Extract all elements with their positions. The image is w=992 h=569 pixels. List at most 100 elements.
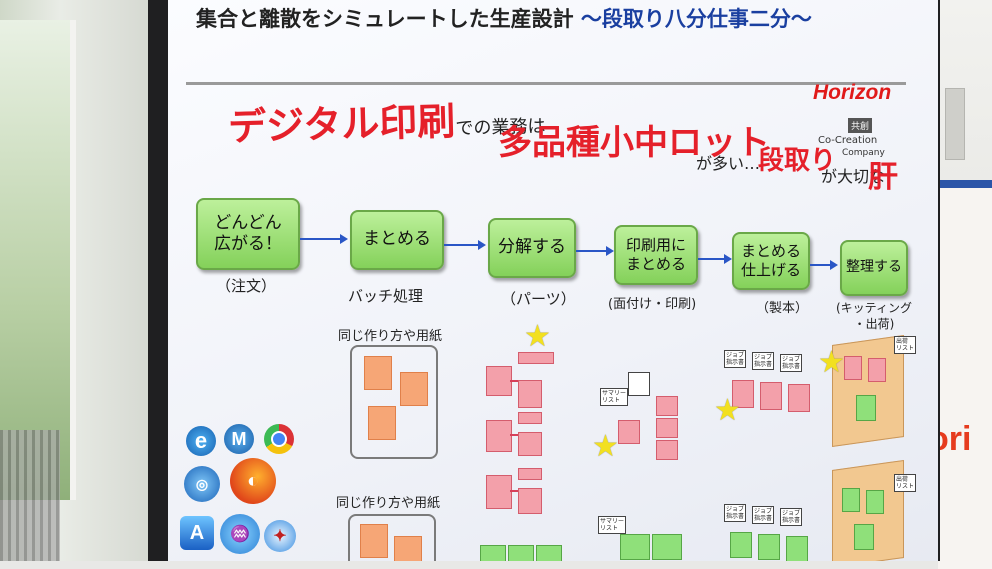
tagline-part7: 肝 xyxy=(868,160,898,195)
equipment-stand xyxy=(0,430,60,561)
kit-item-green xyxy=(842,488,860,512)
tagline-part6: が大切な xyxy=(821,167,886,186)
flow-arrow xyxy=(810,260,838,270)
bound-book-green xyxy=(786,536,808,561)
title-accent: ～段取り八分仕事二分～ xyxy=(580,7,812,31)
brand-subtitle-2: Company xyxy=(842,148,885,158)
part-block xyxy=(518,432,542,456)
part-block xyxy=(486,475,512,509)
step-imposition: 印刷用に まとめる xyxy=(614,225,698,285)
paper-sheet xyxy=(394,536,422,561)
tagline-part3: 多品種小中ロット xyxy=(498,123,770,163)
tagline-part4: が多い… xyxy=(696,154,761,173)
job-ticket-note: ジョブ 指示書 xyxy=(724,350,747,368)
paper-sheet xyxy=(368,406,396,440)
job-ticket-note: ジョブ 指示書 xyxy=(752,352,775,370)
safari-icon: ✦ xyxy=(264,520,296,552)
part-block-green xyxy=(536,545,562,561)
title-underline xyxy=(186,82,906,85)
job-ticket-note: ジョブ 指示書 xyxy=(780,508,803,526)
step-batch: まとめる xyxy=(350,210,444,270)
tree-link xyxy=(510,490,518,492)
job-ticket-note: ジョブ 指示書 xyxy=(724,504,747,522)
star-icon: ★ xyxy=(592,429,619,464)
summary-list-note: サマリー リスト xyxy=(598,516,627,534)
shipping-list-note: 出荷 リスト xyxy=(894,474,917,492)
caption-kitting: (キッティング ・出荷) xyxy=(836,301,912,331)
flow-arrow xyxy=(698,254,732,264)
kit-item xyxy=(868,358,886,382)
tree-link xyxy=(510,434,518,436)
tagline-part5: 段取り xyxy=(758,146,837,176)
star-icon: ★ xyxy=(714,393,741,428)
bound-book-green xyxy=(758,534,780,560)
step-binding: まとめる 仕上げる xyxy=(732,232,810,290)
ie-globe-icon: ◎ xyxy=(184,466,220,502)
imposed-sheet xyxy=(656,396,678,416)
ilunascape-icon: A xyxy=(180,516,214,550)
part-block xyxy=(518,380,542,408)
bound-book-green xyxy=(730,532,752,558)
tagline-part1: デジタル印刷 xyxy=(227,99,456,150)
document-note xyxy=(628,372,650,396)
flow-arrow xyxy=(576,246,614,256)
paper-sheet xyxy=(400,372,428,406)
shipping-list-note: 出荷 リスト xyxy=(894,336,917,354)
part-block xyxy=(518,412,542,424)
kit-item xyxy=(844,356,862,380)
kit-item-green xyxy=(854,524,874,550)
part-block xyxy=(518,468,542,480)
tree-link xyxy=(510,380,518,382)
imposed-sheet-green xyxy=(652,534,682,560)
caption-binding: （製本） xyxy=(756,301,809,316)
firefox-icon: ◐ xyxy=(230,458,276,504)
step-expand: どんどん 広がる！ xyxy=(196,198,300,270)
imposed-sheet xyxy=(618,420,640,444)
job-ticket-note: ジョブ 指示書 xyxy=(780,354,803,372)
brand-kanji-badge: 共創 xyxy=(848,118,873,133)
kit-item-green xyxy=(866,490,884,514)
star-icon: ★ xyxy=(524,319,551,354)
batch-label-2: 同じ作り方や用紙 xyxy=(336,496,441,511)
flow-arrow xyxy=(300,234,348,244)
batch-frame-1 xyxy=(350,345,438,459)
kit-item-green xyxy=(856,395,876,421)
imposed-sheet xyxy=(656,440,678,460)
brand-subtitle-1: Co-Creation xyxy=(818,135,878,146)
paper-sheet xyxy=(364,356,392,390)
flow-arrow xyxy=(444,240,486,250)
batch-label-1: 同じ作り方や用紙 xyxy=(338,329,443,344)
title-main: 集合と離散をシミュレートした生産設計 xyxy=(196,7,574,31)
sleipnir-icon: ♒ xyxy=(220,514,260,554)
window xyxy=(0,20,76,500)
ie-icon: e xyxy=(186,426,216,456)
wall-plate xyxy=(945,88,965,160)
maxthon-icon: M xyxy=(224,424,254,454)
imposed-sheet-green xyxy=(620,534,650,560)
imposed-sheet xyxy=(656,418,678,438)
part-block-green xyxy=(508,545,534,561)
brand-logo: Horizon xyxy=(813,81,892,104)
step-organize: 整理する xyxy=(840,240,908,296)
job-ticket-note: ジョブ 指示書 xyxy=(752,506,775,524)
part-block-green xyxy=(480,545,506,561)
part-block xyxy=(518,352,554,364)
bound-book xyxy=(788,384,810,412)
caption-order: （注文） xyxy=(216,277,277,295)
bound-book xyxy=(732,380,754,408)
paper-sheet xyxy=(360,524,388,558)
part-block xyxy=(486,420,512,452)
slide-screen: 集合と離散をシミュレートした生産設計 ～段取り八分仕事二分～ Horizon 共… xyxy=(168,0,938,561)
side-banner xyxy=(938,180,992,569)
step-split: 分解する xyxy=(488,218,576,278)
caption-batch: バッチ処理 xyxy=(348,287,424,305)
part-block xyxy=(486,366,512,396)
part-block xyxy=(518,488,542,514)
bound-book xyxy=(760,382,782,410)
slide-title: 集合と離散をシミュレートした生産設計 ～段取り八分仕事二分～ xyxy=(196,3,812,33)
summary-list-note: サマリー リスト xyxy=(600,388,629,406)
caption-parts: （パーツ） xyxy=(501,290,576,308)
batch-frame-2 xyxy=(348,514,436,561)
star-icon: ★ xyxy=(818,345,845,380)
chrome-icon xyxy=(264,424,294,454)
